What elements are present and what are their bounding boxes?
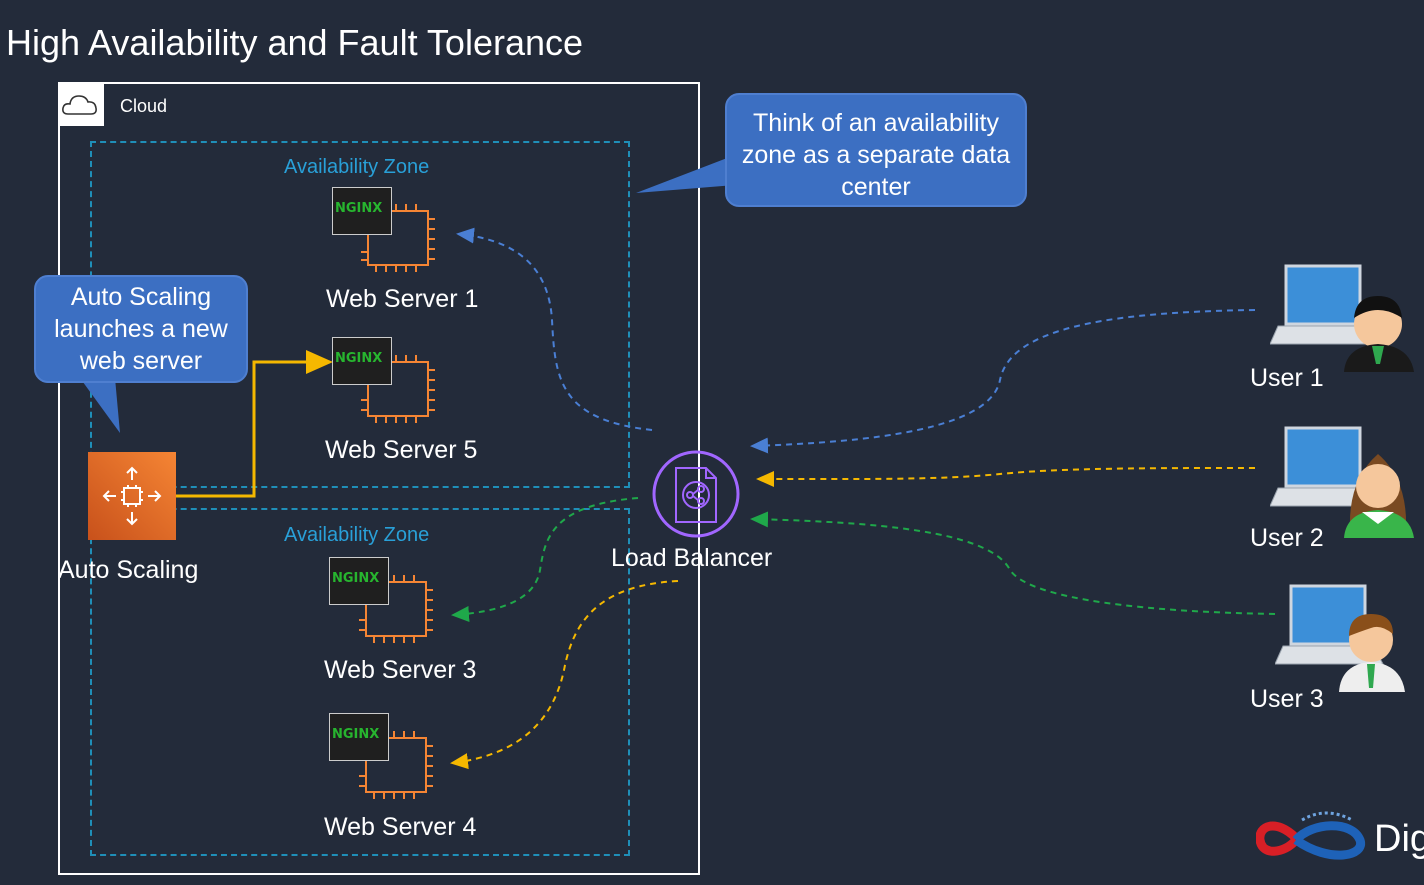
nginx-logo: NGINX xyxy=(329,713,389,761)
auto-scaling-tile xyxy=(88,452,176,540)
cloud-icon xyxy=(62,95,97,115)
load-balancer-label: Load Balancer xyxy=(611,544,773,572)
load-balancer-icon xyxy=(652,450,740,538)
arrow-lb-to-server3 xyxy=(451,497,639,622)
availability-zone-label: Availability Zone xyxy=(284,156,430,178)
arrow-lb-to-server4 xyxy=(450,580,679,770)
auto-scaling-icon xyxy=(102,466,162,526)
brand-logo-text: Dig xyxy=(1374,818,1424,860)
callout-tail xyxy=(636,155,735,193)
nginx-logo: NGINX xyxy=(332,187,392,235)
user-label-user-1: User 1 xyxy=(1250,364,1324,392)
server-label-web-server-5: Web Server 5 xyxy=(325,436,478,464)
availability-zone-2 xyxy=(90,508,630,856)
user-laptop-icon xyxy=(1275,584,1405,692)
callout-auto-scaling: Auto Scaling launches a new web server xyxy=(34,275,248,383)
arrow-user3-to-lb xyxy=(750,511,1276,615)
arrow-user2-to-lb xyxy=(756,467,1256,488)
user-laptop-icon xyxy=(1270,426,1414,538)
page-title: High Availability and Fault Tolerance xyxy=(6,22,584,63)
cloud-label: Cloud xyxy=(120,96,168,116)
arrow-lb-to-server1 xyxy=(456,227,653,431)
user-label-user-3: User 3 xyxy=(1250,685,1324,713)
user-laptop-icon xyxy=(1270,264,1414,372)
availability-zone-label: Availability Zone xyxy=(284,524,430,546)
server-label-web-server-4: Web Server 4 xyxy=(324,813,477,841)
nginx-logo: NGINX xyxy=(332,337,392,385)
callout-tail xyxy=(80,378,120,433)
server-label-web-server-1: Web Server 1 xyxy=(326,285,479,313)
arrow-autoscaling-to-server5 xyxy=(176,350,333,498)
cloud-badge xyxy=(58,82,104,126)
callout-availability-zone: Think of an availability zone as a separ… xyxy=(725,93,1027,207)
auto-scaling-label: Auto Scaling xyxy=(58,556,199,584)
cloud-container xyxy=(58,82,700,875)
server-label-web-server-3: Web Server 3 xyxy=(324,656,477,684)
arrow-user1-to-lb xyxy=(750,309,1256,454)
brand-logo-icon xyxy=(1256,811,1366,860)
nginx-logo: NGINX xyxy=(329,557,389,605)
user-label-user-2: User 2 xyxy=(1250,524,1324,552)
